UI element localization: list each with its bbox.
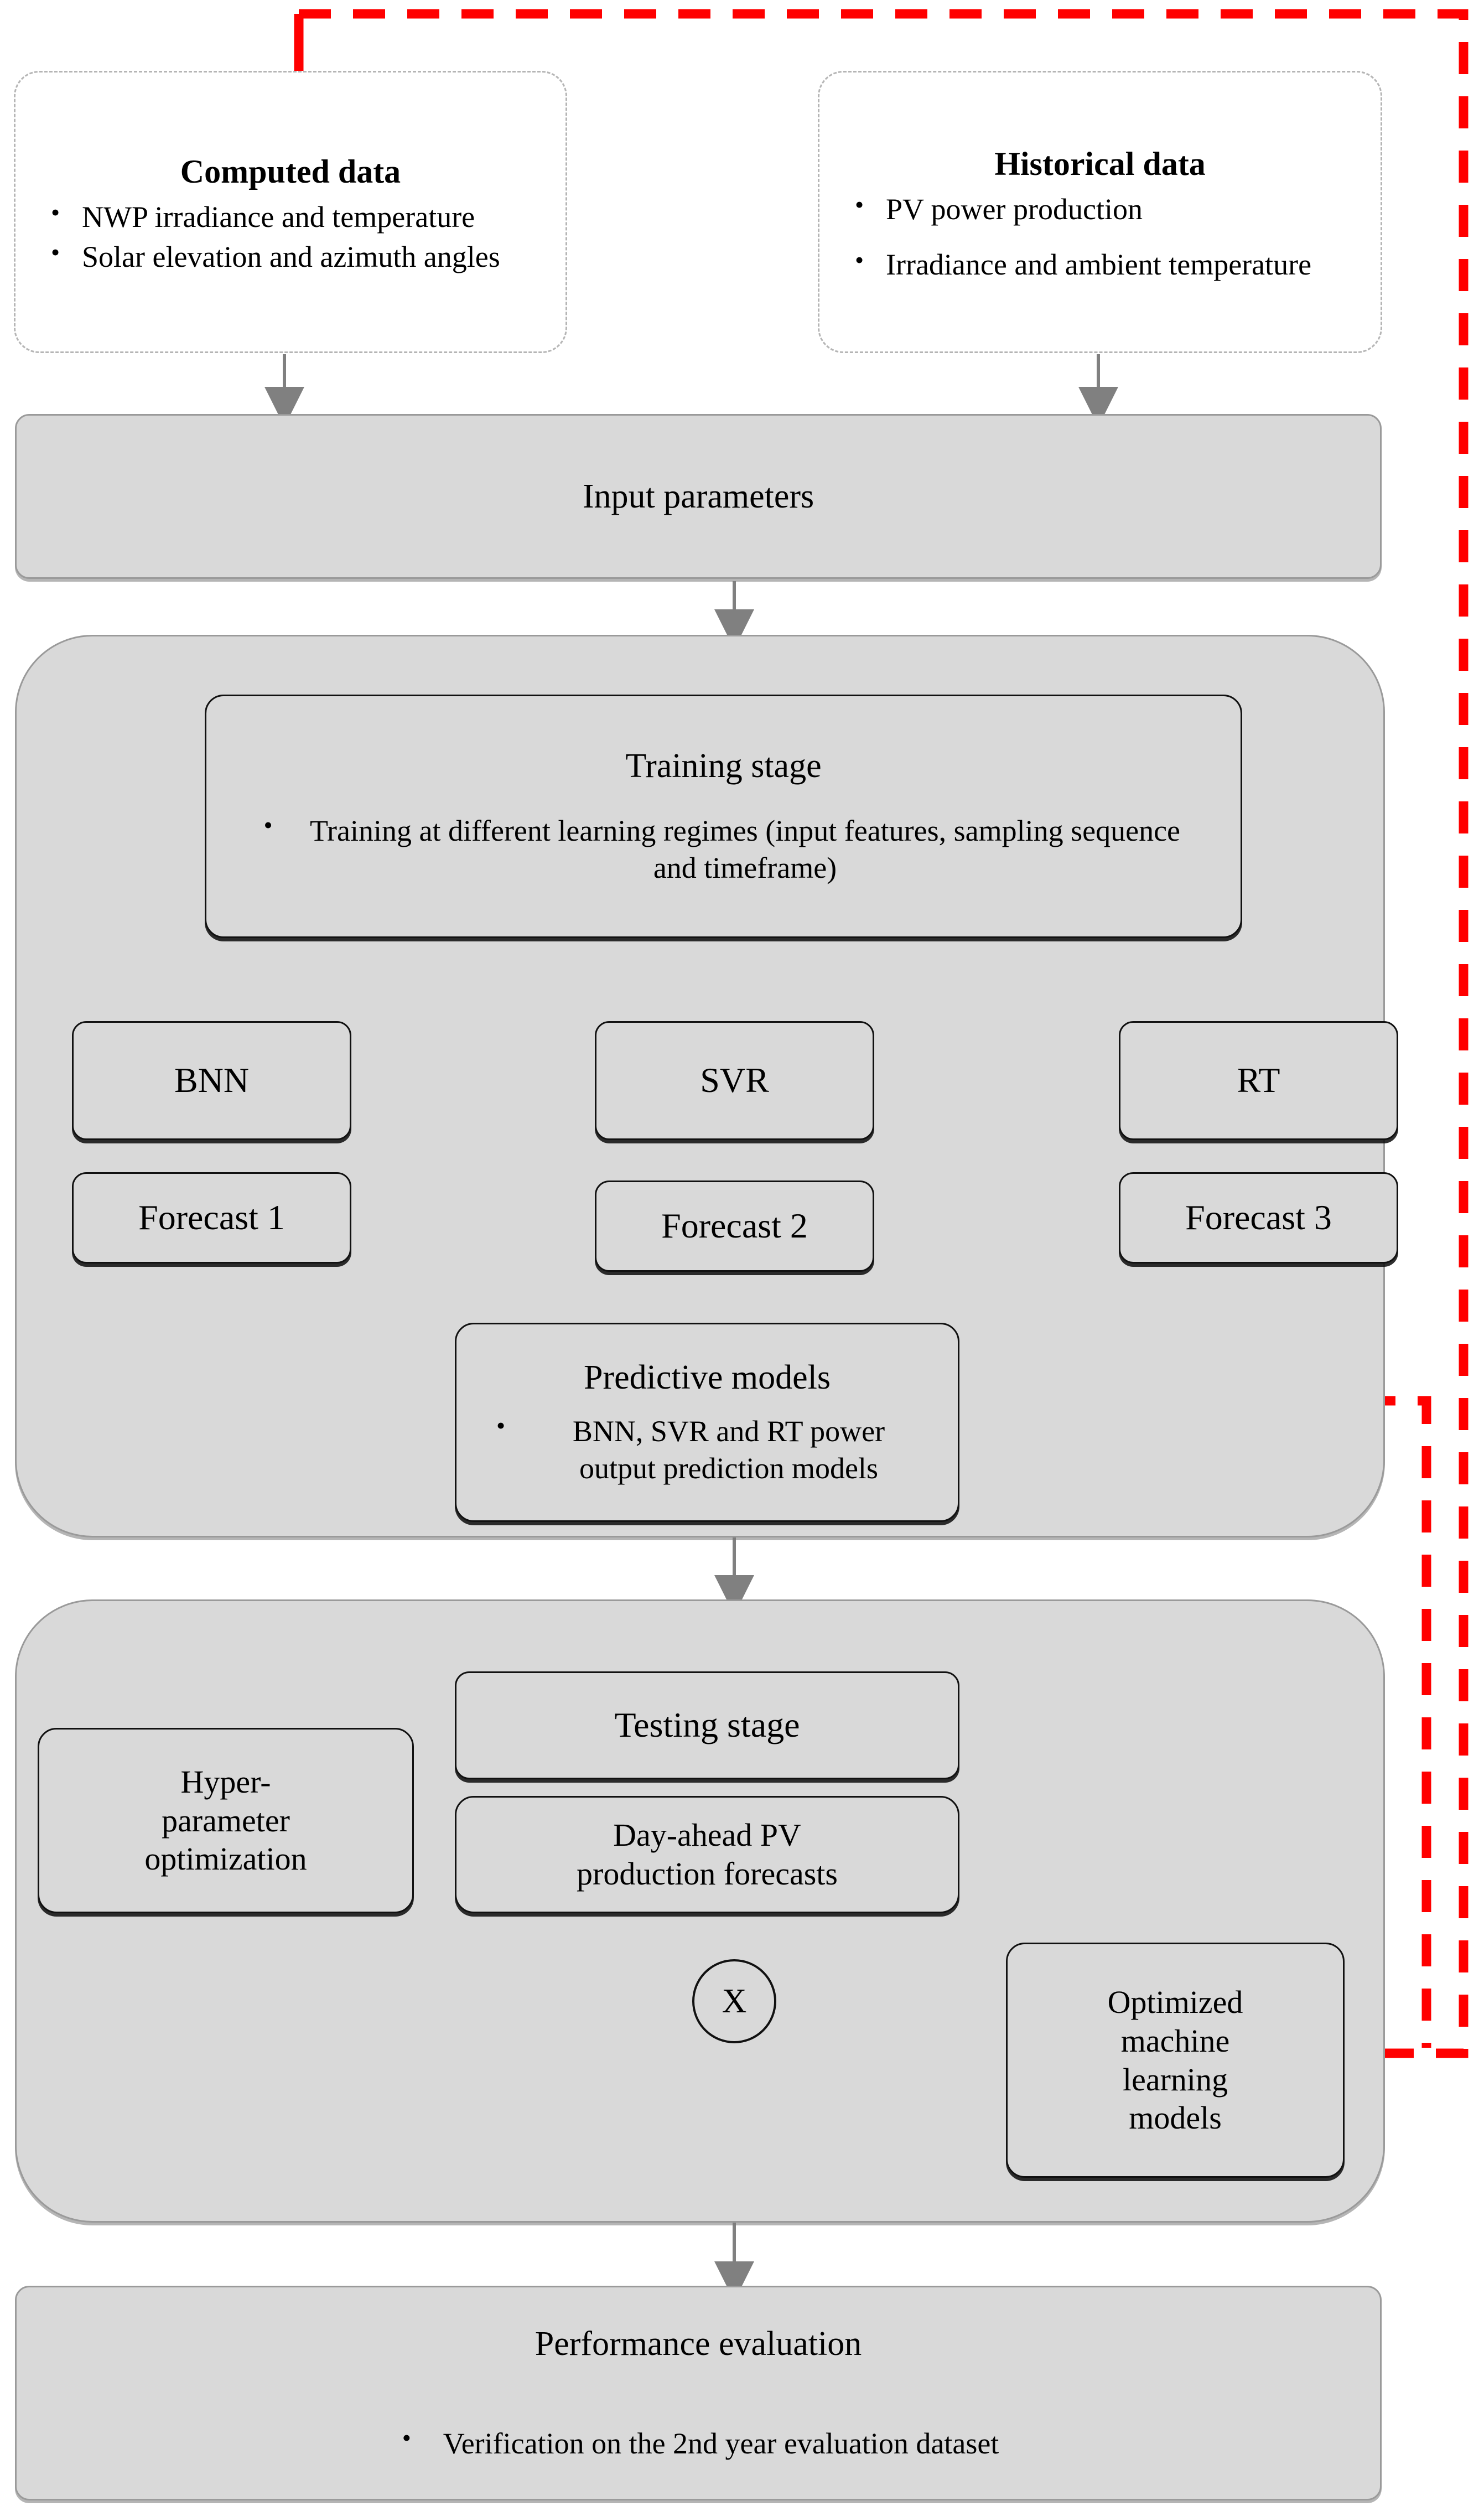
forecast-box-3: Forecast 3 xyxy=(1119,1172,1398,1264)
historical-data-title: Historical data xyxy=(994,145,1206,182)
computed-data-card: Computed data NWP irradiance and tempera… xyxy=(14,71,567,353)
forecast-box-2: Forecast 2 xyxy=(595,1180,874,1272)
input-parameters-label: Input parameters xyxy=(582,477,814,515)
multiply-symbol: X xyxy=(722,1982,747,2020)
day-ahead-forecasts-label: Day-ahead PV production forecasts xyxy=(577,1817,838,1892)
testing-stage-label: Testing stage xyxy=(614,1705,800,1745)
day-ahead-forecasts-box: Day-ahead PV production forecasts xyxy=(455,1796,959,1913)
multiply-node: X xyxy=(692,1959,776,2043)
training-stage-bullet: Training at different learning regimes (… xyxy=(260,809,1188,887)
model-label: SVR xyxy=(700,1060,769,1100)
forecast-label: Forecast 3 xyxy=(1185,1198,1332,1238)
forecast-label: Forecast 2 xyxy=(661,1206,808,1246)
testing-stage-box: Testing stage xyxy=(455,1671,959,1779)
model-label: BNN xyxy=(174,1060,250,1100)
predictive-models-bullet: BNN, SVR and RT power output prediction … xyxy=(492,1410,922,1488)
performance-evaluation-title: Performance evaluation xyxy=(535,2325,862,2363)
list-item: PV power production xyxy=(849,189,1369,228)
hyperparameter-optimization-label: Hyper- parameter optimization xyxy=(144,1764,307,1877)
computed-data-title: Computed data xyxy=(180,153,401,190)
training-stage-title: Training stage xyxy=(625,747,822,785)
input-parameters-panel: Input parameters xyxy=(15,414,1382,579)
forecast-box-1: Forecast 1 xyxy=(72,1172,351,1264)
model-box-bnn: BNN xyxy=(72,1021,351,1140)
performance-evaluation-panel: Performance evaluation Verification on t… xyxy=(15,2286,1382,2500)
predictive-models-box: Predictive models BNN, SVR and RT power … xyxy=(455,1323,959,1522)
optimized-ml-models-label: Optimized machine learning models xyxy=(1107,1984,1243,2136)
computed-data-bullets: NWP irradiance and temperature Solar ele… xyxy=(21,197,560,279)
training-stage-box: Training stage Training at different lea… xyxy=(205,695,1242,938)
model-label: RT xyxy=(1237,1060,1280,1100)
list-item: Solar elevation and azimuth angles xyxy=(45,237,554,276)
list-item: Irradiance and ambient temperature xyxy=(849,245,1369,283)
historical-data-bullets: PV power production Irradiance and ambie… xyxy=(825,189,1375,287)
model-box-svr: SVR xyxy=(595,1021,874,1140)
model-box-rt: RT xyxy=(1119,1021,1398,1140)
hyperparameter-optimization-box: Hyper- parameter optimization xyxy=(38,1728,414,1913)
list-item: NWP irradiance and temperature xyxy=(45,197,554,236)
historical-data-card: Historical data PV power production Irra… xyxy=(818,71,1382,353)
optimized-ml-models-box: Optimized machine learning models xyxy=(1006,1943,1345,2178)
forecast-label: Forecast 1 xyxy=(138,1198,285,1238)
predictive-models-title: Predictive models xyxy=(584,1359,831,1397)
performance-evaluation-bullet: Verification on the 2nd year evaluation … xyxy=(398,2422,999,2463)
